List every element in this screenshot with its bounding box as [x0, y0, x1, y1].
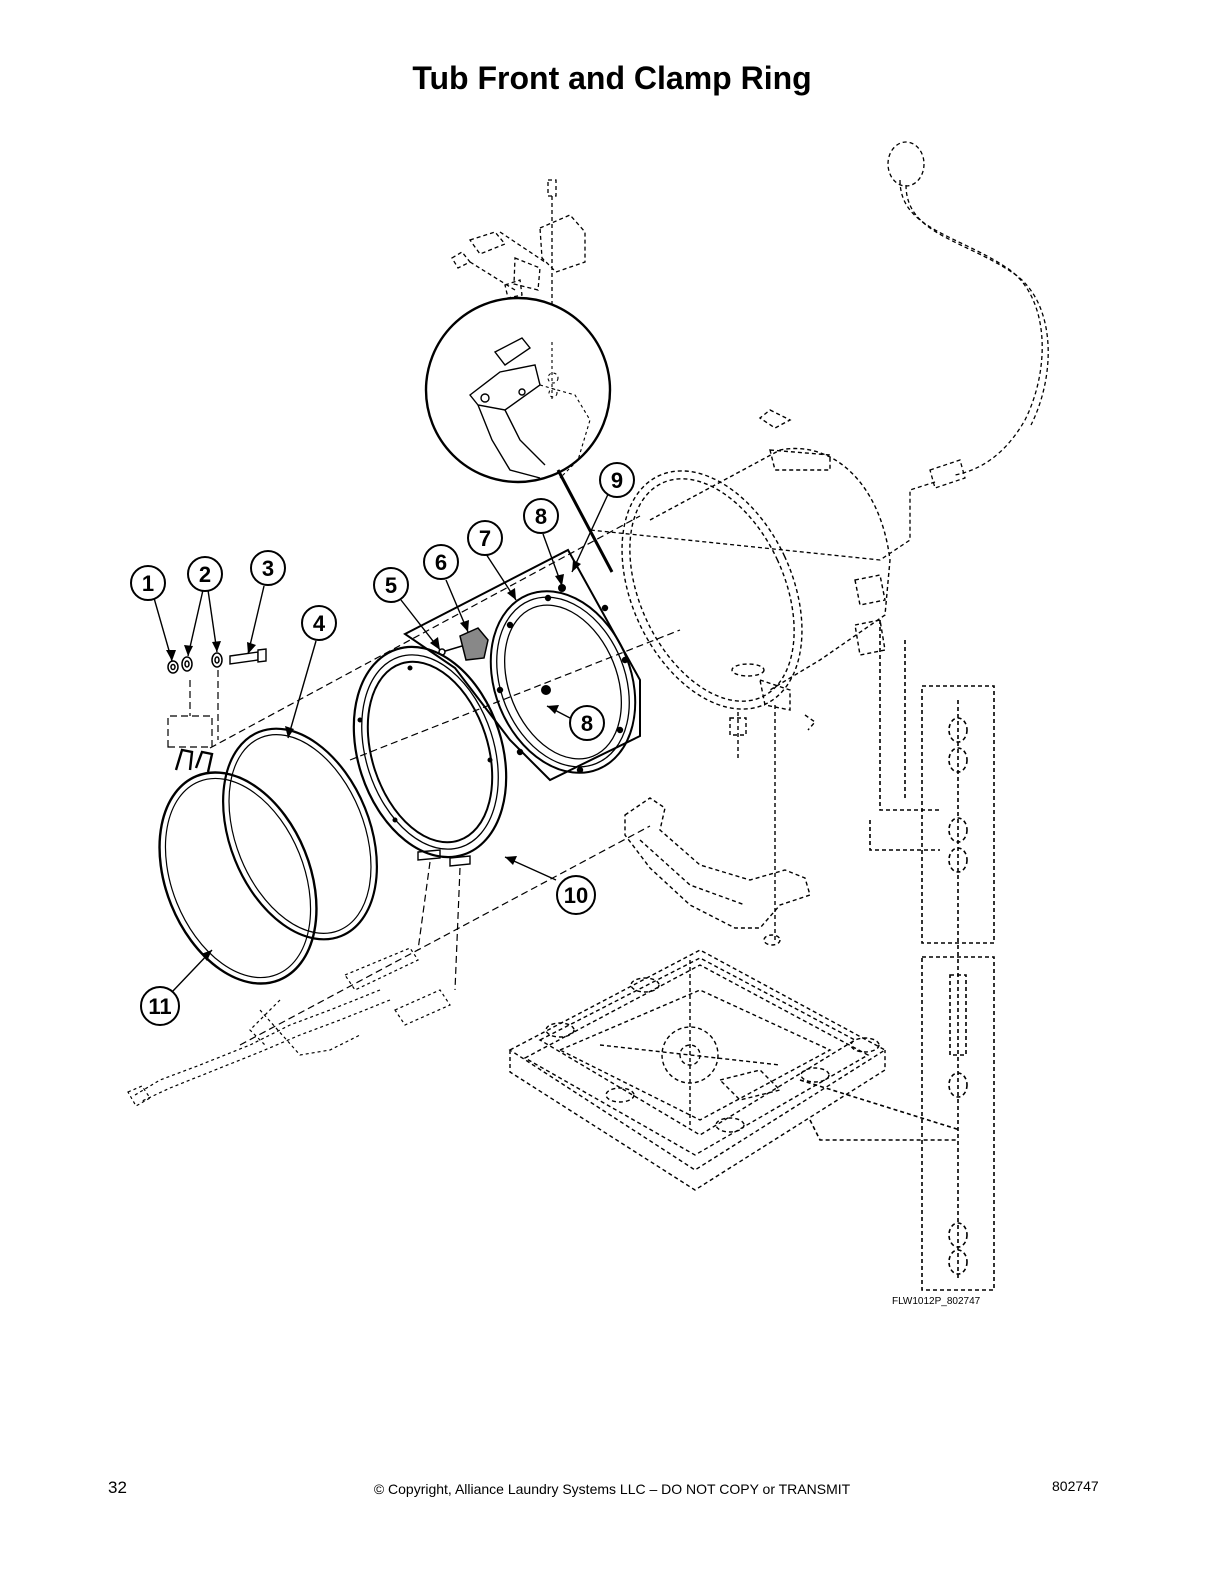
alignment-lines: [167, 515, 681, 1046]
top-bracket-assembly: [451, 179, 586, 380]
copyright-notice: © Copyright, Alliance Laundry Systems LL…: [373, 1481, 851, 1497]
svg-text:8: 8: [535, 504, 547, 529]
wire-harness: [127, 947, 451, 1107]
callout-4: 4: [301, 605, 337, 641]
clamp-ring-band: [158, 748, 318, 985]
tub-front-gasket: [489, 584, 637, 774]
document-number: 802747: [1052, 1478, 1099, 1494]
callout-1: 1: [130, 565, 166, 601]
callout-11: 11: [140, 986, 180, 1026]
outer-tub: [621, 409, 891, 940]
door-latch-bracket: [438, 627, 489, 661]
callout-6: 6: [423, 544, 459, 580]
svg-text:2: 2: [199, 562, 211, 587]
svg-text:1: 1: [142, 571, 154, 596]
svg-text:4: 4: [313, 611, 326, 636]
callout-8-upper: 8: [523, 498, 559, 534]
tub-support-cradle: [624, 797, 811, 946]
svg-text:7: 7: [479, 526, 491, 551]
suspension-springs: [799, 620, 995, 1291]
hardware-washers: [181, 652, 223, 672]
svg-text:6: 6: [435, 550, 447, 575]
detail-magnifier-circle: [424, 296, 614, 573]
callout-2: 2: [187, 556, 223, 592]
clamp-ring-face: [352, 645, 508, 867]
callout-8-lower: 8: [569, 705, 605, 741]
page-title: Tub Front and Clamp Ring: [412, 60, 812, 96]
page-number: 32: [108, 1478, 127, 1497]
base-frame: [508, 949, 887, 1191]
svg-text:11: 11: [148, 994, 171, 1019]
svg-text:9: 9: [611, 468, 623, 493]
callout-10: 10: [556, 875, 596, 915]
svg-text:8: 8: [581, 711, 593, 736]
svg-text:10: 10: [564, 883, 588, 908]
tub-seal-ring: [222, 727, 378, 941]
pressure-sensor-hose: [589, 141, 1049, 561]
svg-text:3: 3: [262, 556, 274, 581]
callout-3: 3: [250, 550, 286, 586]
tub-front-panel: [403, 548, 641, 782]
callout-5: 5: [373, 567, 409, 603]
callout-7: 7: [467, 520, 503, 556]
drawing-id: FLW1012P_802747: [892, 1296, 981, 1307]
callout-9: 9: [599, 462, 635, 498]
hardware-nut: [167, 660, 179, 674]
leader-arrowheads: [166, 560, 581, 961]
svg-text:5: 5: [385, 573, 397, 598]
